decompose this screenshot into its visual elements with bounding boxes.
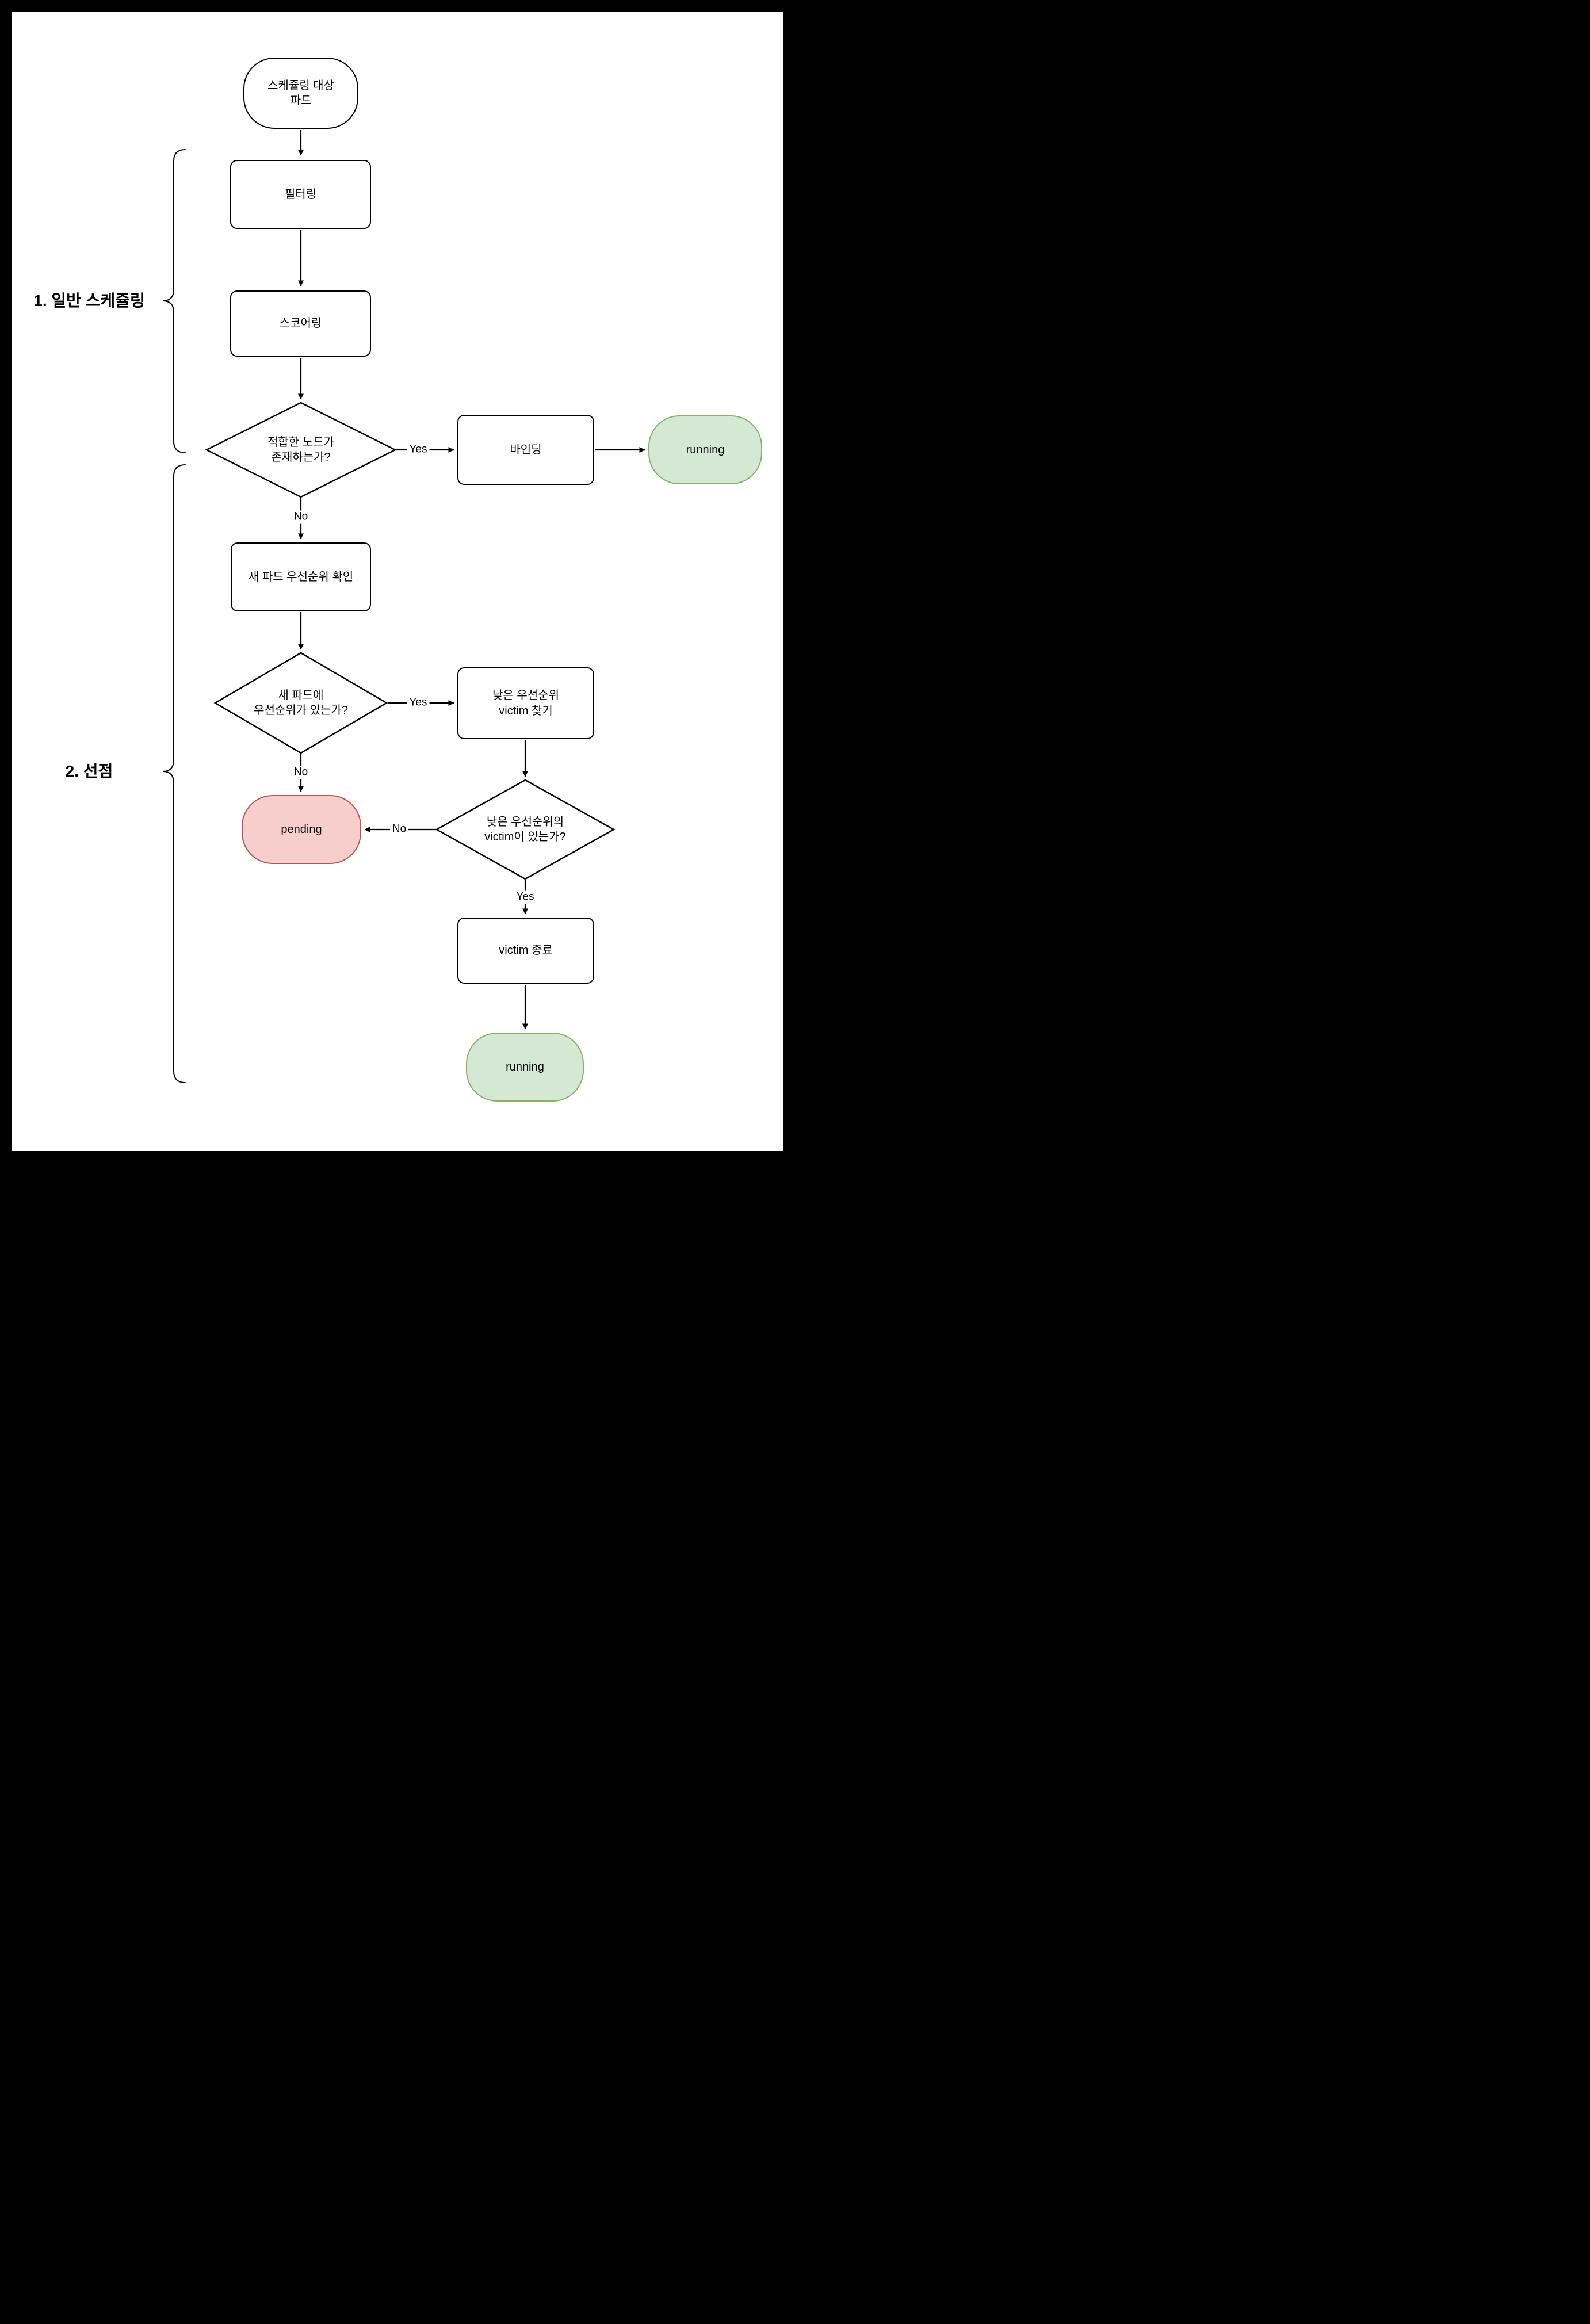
decision-has-priority-shape: [213, 652, 388, 754]
section-1-label: 1. 일반 스케쥴링: [33, 292, 145, 309]
filtering-node: 필터링: [230, 160, 371, 229]
decision-victim-exists-shape: [435, 779, 616, 880]
edge-label-no-1: No: [291, 510, 311, 524]
check-priority-node: 새 파드 우선순위 확인: [231, 542, 371, 611]
flowchart-page: { "diagram": { "sections": [ { "label": …: [0, 0, 795, 1162]
edge-label-no-2: No: [291, 766, 311, 779]
find-victim-node: 낮은 우선순위 victim 찾기: [457, 667, 594, 739]
flow-connectors: [162, 130, 645, 1083]
running-node-2: running: [466, 1033, 584, 1102]
section-1-brace: [162, 149, 186, 453]
start-node: 스케쥴링 대상 파드: [243, 58, 358, 129]
binding-node: 바인딩: [457, 415, 594, 485]
running-node-1: running: [648, 415, 762, 484]
edge-label-yes-3: Yes: [514, 890, 537, 904]
edge-label-no-3: No: [389, 823, 409, 836]
edge-label-yes-2: Yes: [407, 696, 430, 710]
section-2-label: 2. 선점: [65, 762, 113, 780]
decision-node-exists-shape: [205, 402, 397, 498]
terminate-victim-node: victim 종료: [457, 918, 594, 984]
edge-label-yes-1: Yes: [407, 443, 430, 457]
diagram-canvas: [12, 12, 783, 1151]
pending-node: pending: [242, 795, 361, 864]
diagram-stage: 1. 일반 스케쥴링 2. 선점 스케쥴링 대상 파드 필터링 스코어링 적합한…: [0, 0, 795, 1162]
section-2-brace: [162, 464, 186, 1083]
scoring-node: 스코어링: [230, 290, 371, 357]
